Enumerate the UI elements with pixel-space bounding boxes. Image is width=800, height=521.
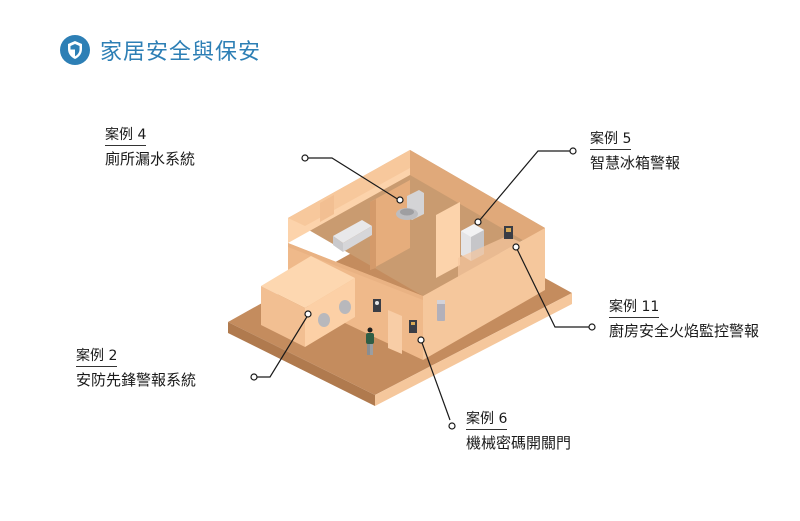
callout-case4: 案例 4 廁所漏水系統 bbox=[105, 124, 195, 170]
anchor-case5-end bbox=[474, 218, 482, 226]
security-siren bbox=[261, 256, 355, 347]
anchor-case6-start bbox=[417, 336, 425, 344]
leader-line-case4 bbox=[305, 157, 400, 201]
case-number: 案例 6 bbox=[466, 410, 508, 430]
callout-case2: 案例 2 安防先鋒警報系統 bbox=[76, 345, 196, 391]
anchor-case2-end bbox=[304, 310, 312, 318]
anchor-case4-start bbox=[301, 154, 309, 162]
anchor-case4-end bbox=[396, 196, 404, 204]
leader-line-case11 bbox=[515, 246, 590, 328]
callout-case6: 案例 6 機械密碼開關門 bbox=[466, 408, 571, 454]
leader-line-case6 bbox=[420, 339, 451, 421]
anchor-case5-start bbox=[569, 147, 577, 155]
door-keypad bbox=[373, 299, 417, 333]
anchor-case11-end bbox=[588, 323, 596, 331]
leader-line-case5 bbox=[478, 150, 573, 222]
case-description: 機械密碼開關門 bbox=[466, 434, 572, 452]
callout-case5: 案例 5 智慧冰箱警報 bbox=[590, 128, 680, 174]
kitchen-keypad bbox=[504, 226, 513, 239]
leader-lines bbox=[250, 147, 596, 430]
toilet bbox=[396, 190, 424, 220]
person-figure bbox=[366, 327, 374, 355]
case-description: 廁所漏水系統 bbox=[105, 150, 196, 168]
case-description: 安防先鋒警報系統 bbox=[76, 371, 197, 389]
callout-case11: 案例 11 廚房安全火焰監控警報 bbox=[609, 296, 759, 342]
case-number: 案例 4 bbox=[105, 126, 147, 146]
case-number: 案例 11 bbox=[609, 298, 660, 318]
case-description: 智慧冰箱警報 bbox=[590, 154, 681, 172]
front-door bbox=[388, 310, 402, 354]
case-description: 廚房安全火焰監控警報 bbox=[609, 322, 760, 340]
sofa bbox=[333, 220, 372, 252]
leader-line-case2 bbox=[254, 314, 309, 378]
page-header: 家居安全與保安 bbox=[60, 30, 261, 70]
anchor-case11-start bbox=[512, 243, 520, 251]
page-title: 家居安全與保安 bbox=[100, 40, 262, 65]
anchor-case2-start bbox=[250, 373, 258, 381]
wall-appliance bbox=[437, 300, 445, 321]
case-number: 案例 2 bbox=[76, 347, 118, 367]
shield-icon bbox=[60, 35, 90, 65]
anchor-case6-end bbox=[448, 422, 456, 430]
case-number: 案例 5 bbox=[590, 130, 632, 150]
interior-walls bbox=[320, 180, 460, 278]
